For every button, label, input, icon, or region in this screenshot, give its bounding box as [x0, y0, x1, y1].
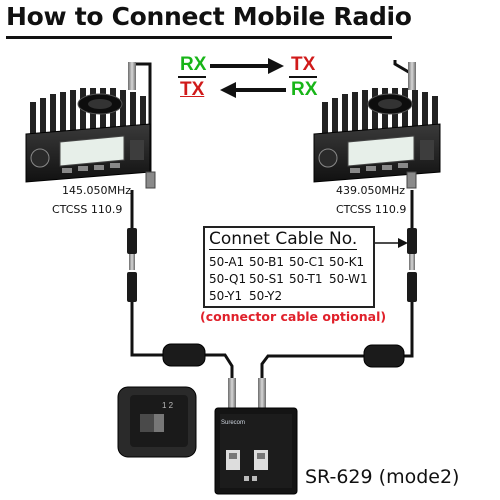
frequency-left: 145.050MHz [62, 184, 132, 197]
plug-left-top [128, 62, 136, 90]
inline-module-left [162, 343, 206, 367]
cable-code: 50-Q1 [209, 272, 247, 286]
pointer-arrow-icon [372, 238, 408, 248]
cable-code: 50-C1 [289, 255, 325, 269]
cable-code: 50-B1 [249, 255, 285, 269]
device-brand: Surecom [221, 420, 246, 426]
page-title: How to Connect Mobile Radio [6, 2, 412, 31]
arrow-right-icon [210, 58, 284, 74]
connector-note: (connector cable optional) [200, 309, 387, 324]
inline-module-right [363, 344, 405, 368]
mobile-radio-left [25, 88, 151, 183]
plug-right-top [408, 62, 416, 90]
rj-plug-right [406, 171, 417, 189]
connector-chain-right [407, 228, 417, 302]
title-underline [6, 36, 392, 39]
signal-left-top: RX [180, 54, 207, 75]
rj-plug-left [145, 171, 156, 189]
signal-divider-right [289, 76, 317, 78]
sr629-device [214, 407, 298, 495]
device-model: SR-629 (mode2) [305, 466, 460, 488]
ctcss-right: CTCSS 110.9 [336, 203, 407, 216]
cable-code: 50-S1 [249, 272, 284, 286]
signal-divider-left [178, 76, 206, 78]
cable-code: 50-Y1 [209, 289, 243, 303]
arrow-left-icon [220, 82, 286, 98]
cable-code: 50-T1 [289, 272, 323, 286]
plug-device-left [228, 378, 236, 408]
cable-code: 50-Y2 [249, 289, 283, 303]
connector-chain-left [127, 228, 137, 302]
signal-right-top: TX [291, 54, 316, 75]
mode-switch-inset: 1 2 [117, 386, 197, 458]
plug-device-right [258, 378, 266, 408]
signal-left-bottom: TX [180, 79, 205, 100]
cable-code: 50-K1 [329, 255, 365, 269]
mobile-radio-right [313, 88, 441, 183]
cable-code: 50-W1 [329, 272, 368, 286]
frequency-right: 439.050MHz [336, 184, 406, 197]
signal-right-bottom: RX [291, 79, 318, 100]
svg-text:1 2: 1 2 [162, 401, 174, 410]
ctcss-left: CTCSS 110.9 [52, 203, 123, 216]
cable-heading: Connet Cable No. [209, 229, 358, 250]
cable-code: 50-A1 [209, 255, 245, 269]
